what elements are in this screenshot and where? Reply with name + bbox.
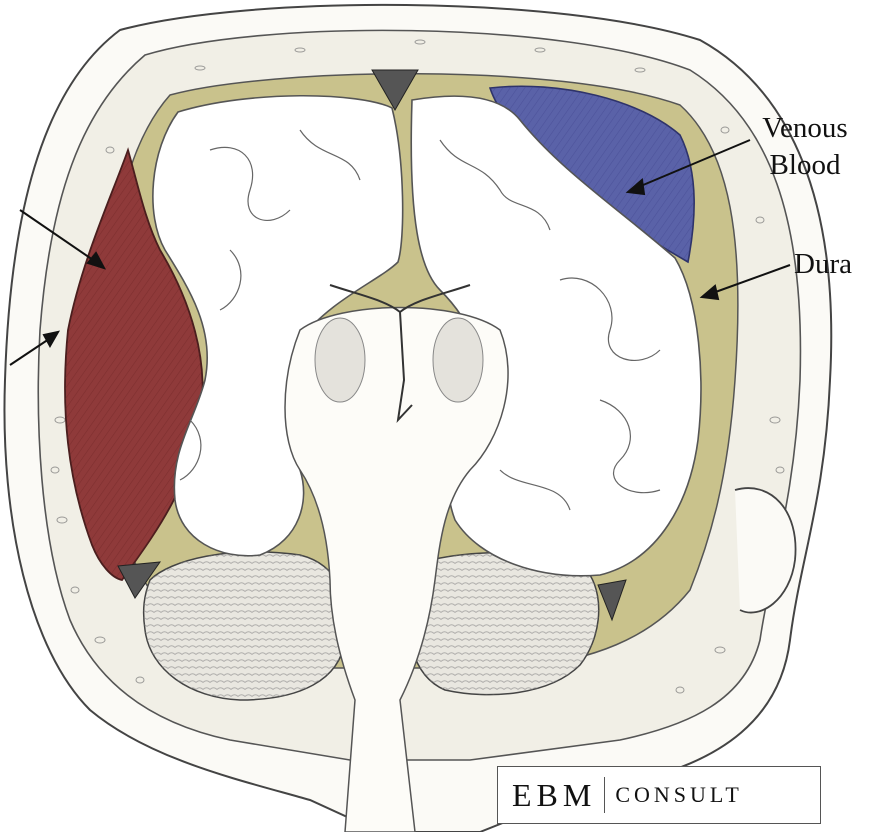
venous-label-line1: Venous <box>742 110 868 147</box>
basal-ganglia-right <box>433 318 483 402</box>
dura-label: Dura <box>794 246 870 283</box>
logo-sub-text: CONSULT <box>605 782 742 808</box>
venous-label-line2: Blood <box>742 147 868 184</box>
logo-brand-text: EBM <box>512 777 605 813</box>
ebm-consult-logo: EBM CONSULT <box>497 766 821 824</box>
venous-blood-label: Venous Blood <box>742 110 868 184</box>
basal-ganglia-left <box>315 318 365 402</box>
